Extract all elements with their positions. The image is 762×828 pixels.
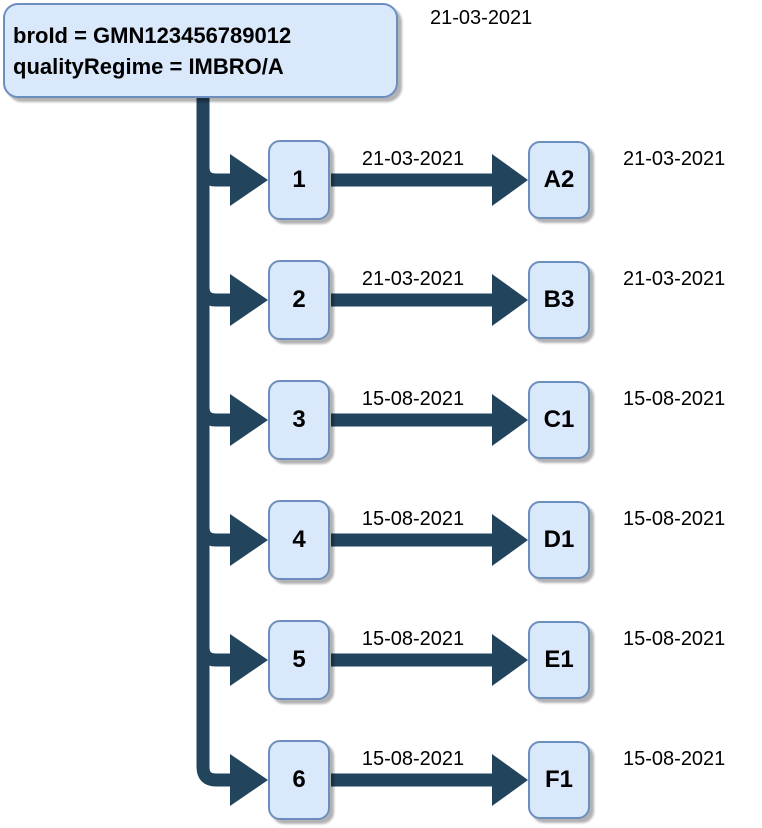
edge-date-label: 15-08-2021: [361, 388, 465, 410]
branch-arrowhead-3: [230, 394, 268, 446]
target-node-5: E1: [528, 621, 590, 699]
branch-connector-1: [196, 134, 240, 187]
root-date-label: 21-03-2021: [430, 7, 533, 29]
target-node-2: B3: [528, 261, 590, 339]
target-date-label: 15-08-2021: [623, 628, 726, 650]
transition-arrowhead-3: [492, 394, 528, 446]
diagram-row: 2 21-03-2021 B3 21-03-2021: [0, 240, 762, 360]
root-node: broId = GMN123456789012 qualityRegime = …: [3, 3, 398, 98]
edge-date-label: 21-03-2021: [361, 268, 465, 290]
branch-arrowhead-5: [230, 634, 268, 686]
root-node-line1: broId = GMN123456789012: [13, 22, 292, 48]
target-date-label: 21-03-2021: [623, 148, 726, 170]
transition-arrowhead-5: [492, 634, 528, 686]
source-node-6: 6: [268, 740, 330, 820]
branch-arrowhead-2: [230, 274, 268, 326]
branch-arrowhead-1: [230, 154, 268, 206]
source-node-3: 3: [268, 380, 330, 460]
branch-connector-5: [196, 614, 240, 667]
root-node-line2: qualityRegime = IMBRO/A: [13, 53, 284, 79]
transition-arrowhead-4: [492, 514, 528, 566]
transition-arrowhead-2: [492, 274, 528, 326]
transition-arrowhead-6: [492, 754, 528, 806]
edge-date-label: 15-08-2021: [361, 628, 465, 650]
target-node-4: D1: [528, 501, 590, 579]
diagram-row: 5 15-08-2021 E1 15-08-2021: [0, 600, 762, 720]
diagram-row: 4 15-08-2021 D1 15-08-2021: [0, 480, 762, 600]
target-node-3: C1: [528, 381, 590, 459]
trunk-line: [196, 97, 240, 787]
target-date-label: 15-08-2021: [623, 508, 726, 530]
edge-date-label: 15-08-2021: [361, 508, 465, 530]
target-date-label: 15-08-2021: [623, 388, 726, 410]
source-node-2: 2: [268, 260, 330, 340]
diagram-row: 1 21-03-2021 A2 21-03-2021: [0, 120, 762, 240]
target-node-1: A2: [528, 141, 590, 219]
source-node-4: 4: [268, 500, 330, 580]
branch-arrowhead-4: [230, 514, 268, 566]
branch-connector-4: [196, 494, 240, 547]
target-node-6: F1: [528, 741, 590, 819]
transition-arrowhead-1: [492, 154, 528, 206]
diagram-row: 6 15-08-2021 F1 15-08-2021: [0, 720, 762, 828]
branch-connector-3: [196, 374, 240, 427]
branch-connector-2: [196, 254, 240, 307]
edge-date-label: 21-03-2021: [361, 148, 465, 170]
target-date-label: 15-08-2021: [623, 748, 726, 770]
diagram-row: 3 15-08-2021 C1 15-08-2021: [0, 360, 762, 480]
edge-date-label: 15-08-2021: [361, 748, 465, 770]
source-node-1: 1: [268, 140, 330, 220]
branch-arrowhead-6: [230, 754, 268, 806]
target-date-label: 21-03-2021: [623, 268, 726, 290]
source-node-5: 5: [268, 620, 330, 700]
